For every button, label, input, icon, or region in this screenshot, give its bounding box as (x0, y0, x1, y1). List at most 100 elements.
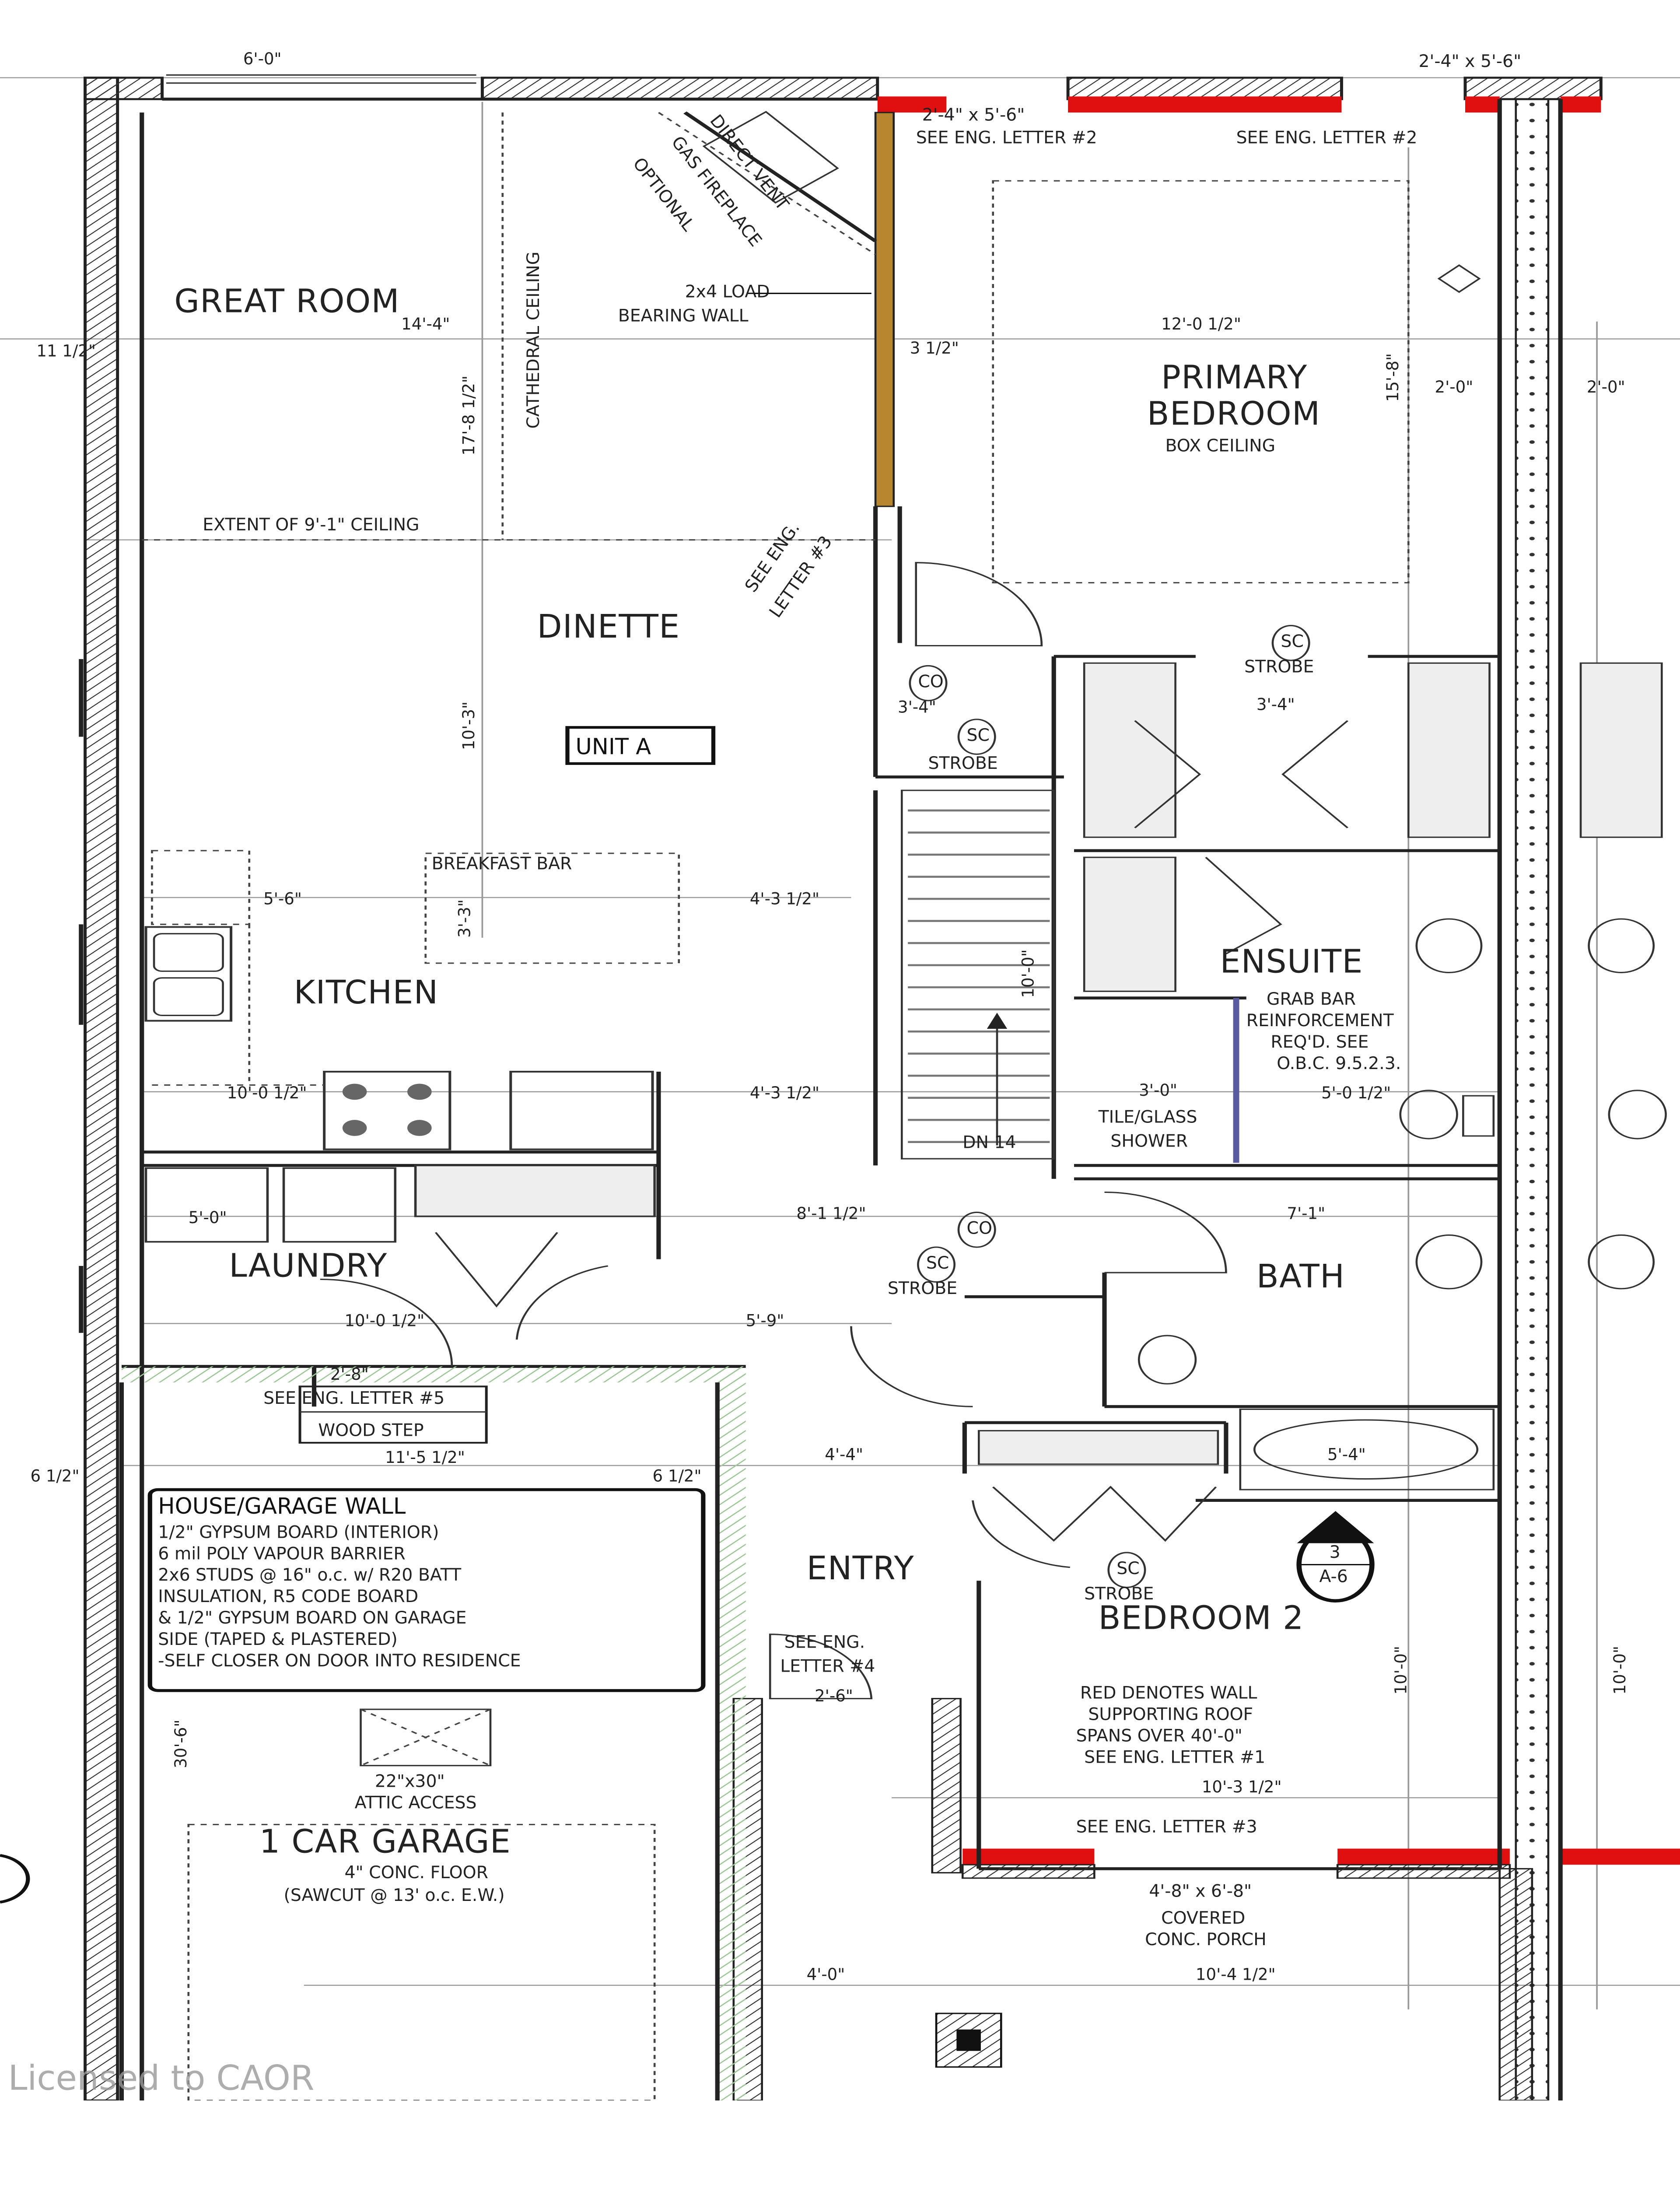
svg-text:STROBE: STROBE (888, 1278, 957, 1298)
label-porch-1: COVERED (1161, 1908, 1245, 1928)
svg-text:3'-0": 3'-0" (1139, 1081, 1177, 1100)
svg-text:6 1/2": 6 1/2" (653, 1467, 702, 1486)
svg-text:2'-4" x 5'-6": 2'-4" x 5'-6" (1418, 51, 1521, 71)
stairs[interactable] (900, 789, 1055, 1160)
svg-text:2x4 LOAD: 2x4 LOAD (685, 282, 770, 302)
garage-wall-note: HOUSE/GARAGE WALL 1/2" GYPSUM BOARD (INT… (158, 1494, 521, 1671)
bath-fixtures (977, 662, 1667, 1490)
label-kitchen: KITCHEN (294, 974, 439, 1011)
svg-text:EXTENT OF 9'-1" CEILING: EXTENT OF 9'-1" CEILING (203, 515, 419, 535)
doors[interactable] (320, 562, 1349, 1700)
svg-text:CO: CO (967, 1218, 992, 1238)
label-entry: ENTRY (807, 1550, 915, 1587)
svg-text:6 mil POLY VAPOUR BARRIER: 6 mil POLY VAPOUR BARRIER (158, 1543, 405, 1564)
svg-text:HOUSE/GARAGE WALL: HOUSE/GARAGE WALL (158, 1494, 406, 1519)
svg-text:SPANS OVER 40'-0": SPANS OVER 40'-0" (1076, 1726, 1242, 1746)
dryer (282, 1167, 397, 1243)
svg-text:A-6: A-6 (1319, 1566, 1348, 1586)
svg-text:REINFORCEMENT: REINFORCEMENT (1246, 1010, 1394, 1031)
svg-text:4'-4": 4'-4" (825, 1445, 863, 1464)
svg-text:2'-4" x 5'-6": 2'-4" x 5'-6" (922, 105, 1025, 125)
floor-plan: GREAT ROOM PRIMARY BEDROOM BOX CEILING D… (0, 49, 1680, 2100)
svg-text:TILE/GLASS: TILE/GLASS (1098, 1107, 1197, 1127)
garage-wall-note-box (147, 1488, 706, 1692)
label-laundry: LAUNDRY (229, 1247, 387, 1284)
svg-text:CO: CO (918, 671, 943, 691)
svg-text:STROBE: STROBE (1244, 657, 1314, 677)
svg-text:10'-0": 10'-0" (1610, 1646, 1629, 1694)
svg-text:10'-0 1/2": 10'-0 1/2" (344, 1311, 424, 1330)
label-breakfast-bar: BREAKFAST BAR (432, 854, 572, 874)
svg-text:6 1/2": 6 1/2" (30, 1467, 79, 1486)
svg-text:5'-4": 5'-4" (1327, 1445, 1366, 1464)
room-labels: GREAT ROOM PRIMARY BEDROOM BOX CEILING D… (174, 282, 1363, 1950)
svg-text:SEE ENG. LETTER #5: SEE ENG. LETTER #5 (263, 1388, 444, 1408)
north-arrow-partial (0, 1854, 30, 1904)
svg-text:3'-4": 3'-4" (898, 698, 936, 717)
svg-text:12'-0 1/2": 12'-0 1/2" (1161, 315, 1241, 333)
label-bedroom-2: BEDROOM 2 (1099, 1599, 1304, 1637)
label-box-ceiling: BOX CEILING (1165, 436, 1275, 456)
svg-text:2'-8": 2'-8" (330, 1365, 369, 1384)
load-bearing-red-walls (877, 96, 1680, 1865)
svg-text:CATHEDRAL CEILING: CATHEDRAL CEILING (523, 252, 543, 429)
svg-text:30'-6": 30'-6" (172, 1720, 190, 1768)
svg-text:-SELF CLOSER ON DOOR INTO RESI: -SELF CLOSER ON DOOR INTO RESIDENCE (158, 1651, 521, 1671)
svg-text:3: 3 (1330, 1542, 1340, 1562)
svg-text:5'-0 1/2": 5'-0 1/2" (1321, 1083, 1391, 1102)
svg-text:10'-4 1/2": 10'-4 1/2" (1196, 1965, 1276, 1984)
svg-text:REQ'D. SEE: REQ'D. SEE (1270, 1032, 1368, 1052)
label-dinette: DINETTE (537, 608, 680, 645)
svg-text:3'-3": 3'-3" (455, 899, 474, 938)
label-attic: ATTIC ACCESS (355, 1793, 477, 1813)
svg-text:& 1/2" GYPSUM BOARD ON GARAGE: & 1/2" GYPSUM BOARD ON GARAGE (158, 1608, 466, 1628)
svg-text:SIDE (TAPED & PLASTERED): SIDE (TAPED & PLASTERED) (158, 1629, 397, 1649)
svg-text:INSULATION, R5 CODE BOARD: INSULATION, R5 CODE BOARD (158, 1586, 418, 1606)
label-wood-step: WOOD STEP (318, 1420, 424, 1441)
svg-text:SC: SC (926, 1253, 949, 1273)
label-unit: UNIT A (576, 734, 651, 760)
kitchen-fixtures (144, 924, 656, 1243)
svg-text:O.B.C. 9.5.2.3.: O.B.C. 9.5.2.3. (1277, 1053, 1401, 1073)
svg-text:11 1/2": 11 1/2" (36, 341, 96, 360)
label-bath: BATH (1256, 1258, 1345, 1295)
svg-text:SC: SC (1281, 631, 1303, 652)
fireplace (658, 111, 877, 255)
svg-text:SEE ENG. LETTER #2: SEE ENG. LETTER #2 (916, 128, 1097, 148)
svg-text:2'-0": 2'-0" (1435, 378, 1474, 396)
label-primary: PRIMARY (1161, 359, 1307, 396)
svg-text:SEE ENG.: SEE ENG. (784, 1632, 865, 1652)
svg-text:DN 14: DN 14 (962, 1132, 1016, 1152)
label-ensuite: ENSUITE (1220, 943, 1363, 980)
svg-text:LETTER #4: LETTER #4 (780, 1656, 875, 1676)
attic-access-hatch (360, 1708, 492, 1767)
svg-text:SC: SC (967, 725, 990, 745)
svg-text:2'-6": 2'-6" (815, 1687, 853, 1705)
section-marker (1296, 1511, 1375, 1602)
svg-text:10'-0 1/2": 10'-0 1/2" (227, 1083, 307, 1102)
svg-text:4'-0": 4'-0" (807, 1965, 845, 1984)
svg-text:10'-0": 10'-0" (1018, 949, 1037, 998)
svg-text:BEARING WALL: BEARING WALL (618, 306, 749, 326)
svg-text:6'-0": 6'-0" (243, 49, 282, 68)
kitchen-sink (144, 926, 233, 1022)
svg-text:10'-3 1/2": 10'-3 1/2" (1202, 1778, 1282, 1796)
label-porch-2: CONC. PORCH (1145, 1929, 1267, 1950)
svg-text:4'-3 1/2": 4'-3 1/2" (750, 1083, 819, 1102)
label-attic-size: 22"x30" (375, 1771, 445, 1792)
fridge (509, 1070, 654, 1150)
svg-text:SEE ENG. LETTER #1: SEE ENG. LETTER #1 (1084, 1747, 1265, 1767)
label-bedroom: BEDROOM (1147, 395, 1321, 432)
svg-text:GRAB BAR: GRAB BAR (1267, 989, 1356, 1009)
svg-text:14'-4": 14'-4" (401, 315, 450, 333)
label-garage-sawcut: (SAWCUT @ 13' o.c. E.W.) (284, 1885, 504, 1905)
svg-text:10'-3": 10'-3" (459, 701, 478, 750)
svg-text:3 1/2": 3 1/2" (910, 339, 959, 358)
svg-text:SEE ENG. LETTER #2: SEE ENG. LETTER #2 (1236, 128, 1418, 148)
exterior-walls (79, 74, 1603, 2100)
svg-text:17'-8 1/2": 17'-8 1/2" (459, 375, 478, 456)
svg-text:RED DENOTES WALL: RED DENOTES WALL (1080, 1683, 1257, 1703)
dimension-lines (0, 77, 1680, 2009)
svg-text:5'-6": 5'-6" (263, 889, 302, 908)
svg-text:2x6 STUDS @ 16" o.c. w/ R20 BA: 2x6 STUDS @ 16" o.c. w/ R20 BATT (158, 1565, 462, 1585)
